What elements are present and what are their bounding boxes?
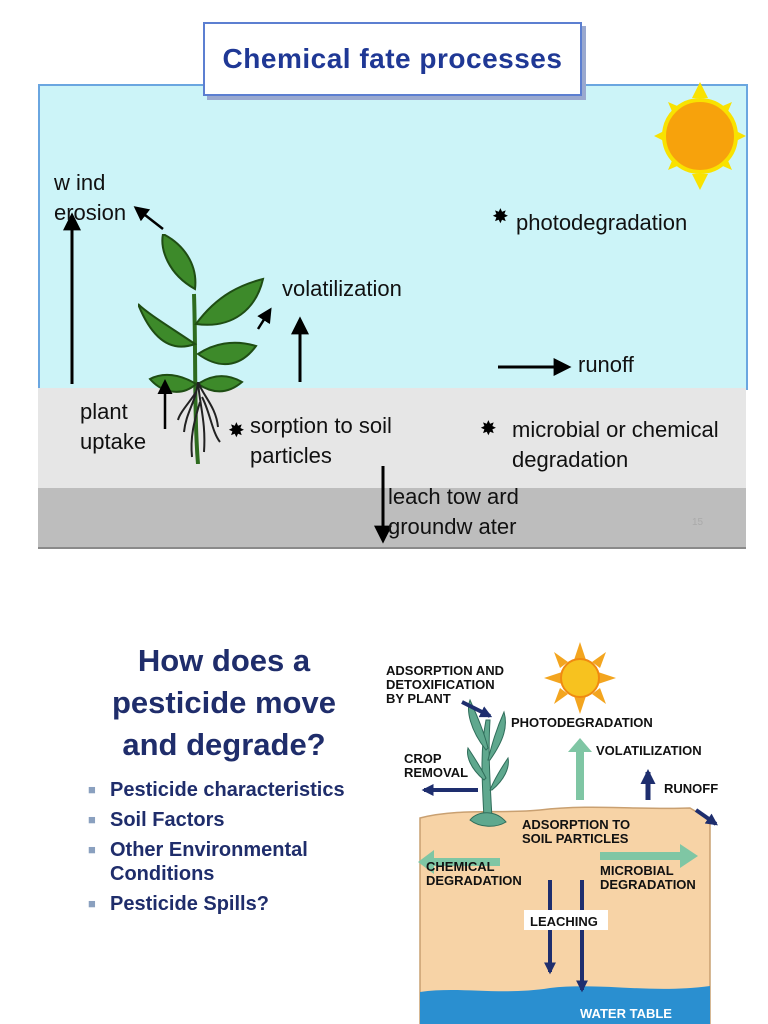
bullet-icon: ■ [88,896,96,911]
microbial-degradation-label-2: MICROBIAL DEGRADATION [600,863,696,892]
leaching-label: LEACHING [530,914,598,929]
volatilization-label-2: VOLATILIZATION [596,743,702,758]
microbial-degradation-label: microbial or chemical degradation [512,417,719,472]
bullet-icon: ■ [88,782,96,797]
crop-removal-label: CROP REMOVAL [404,751,469,780]
groundwater-layer [38,488,746,549]
list-item: ■Other Environmental Conditions [88,839,308,885]
slide-title-box: Chemical fate processes [203,22,582,96]
slide-heading: How does a pesticide move and degrade? [112,643,336,762]
sun-icon [654,82,746,190]
chemical-fate-slide: Chemical fate processes w ind erosion ✸ … [38,22,748,549]
photodegradation-label-2: PHOTODEGRADATION [511,715,653,730]
sun-icon [544,642,616,714]
process-arrows [63,206,572,544]
wind-erosion-diagonal-arrow [133,206,164,230]
list-item: ■Pesticide Spills? [88,893,269,915]
adsorption-plant-arrow [461,700,493,718]
leaching-label-box [524,910,608,930]
chemical-degradation-label: CHEMICAL DEGRADATION [426,859,522,888]
pesticide-movement-diagram [418,642,718,1024]
sorption-label: sorption to soil particles [250,413,392,468]
leach-label: leach tow ard groundw ater [388,484,519,539]
soil-layer [38,388,746,488]
bullet-list: ■Pesticide characteristics ■Soil Factors… [86,778,396,922]
plant-roots-icon [177,382,221,458]
water-table-label: WATER TABLE [580,1006,672,1021]
slide-number: 15 [692,517,704,528]
adsorption-plant-label: ADSORPTION AND DETOXIFICATION BY PLANT [386,663,504,706]
adsorption-soil-label: ADSORPTION TO SOIL PARTICLES [522,817,631,846]
wind-erosion-label: w ind erosion [54,170,127,225]
plant-uptake-label: plant uptake [80,399,147,454]
volatilization-diagonal-arrow [256,307,272,330]
microbial-star-icon: ✸ [480,418,497,440]
water-table-band [420,986,710,1024]
photodegradation-star-icon: ✸ [492,206,509,228]
volatilization-label: volatilization [282,276,402,301]
photodegradation-label: photodegradation [516,210,688,235]
chemical-degradation-arrow [418,850,500,874]
runoff-label: runoff [578,352,634,377]
sorption-star-icon: ✸ [228,420,245,442]
volatilization-arrow [568,738,592,800]
sky-area [38,84,748,390]
runoff-label-2: RUNOFF [664,781,719,796]
microbial-degradation-arrow [600,844,698,868]
slide-title: Chemical fate processes [222,43,563,74]
bullet-icon: ■ [88,812,96,827]
crop-plant-icon [467,698,509,827]
runoff-diagonal-arrow [694,808,718,826]
list-item: ■Soil Factors [88,809,225,831]
bullet-icon: ■ [88,842,96,857]
list-item: ■Pesticide characteristics [88,779,345,801]
